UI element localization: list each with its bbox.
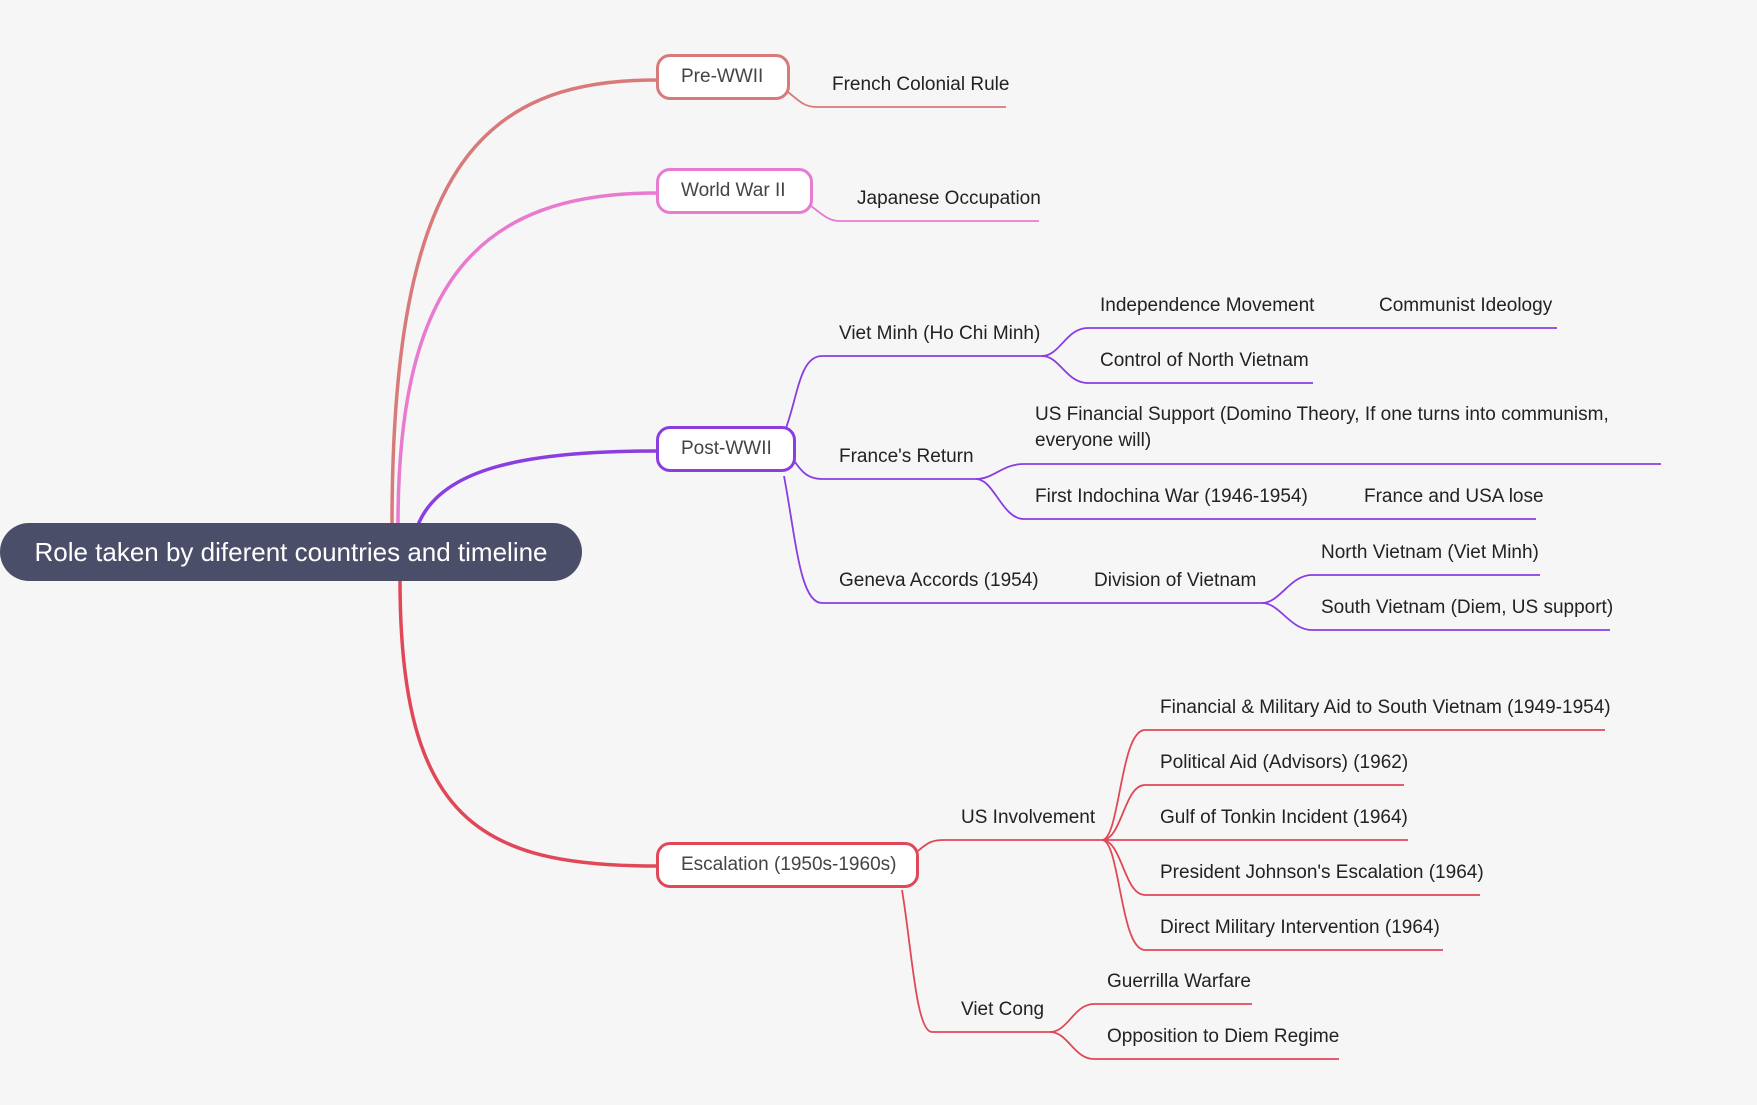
branch-world-war-ii[interactable]: World War II [656, 168, 813, 214]
edge-frances-return [794, 461, 976, 480]
node-direct-military-intervention[interactable]: Direct Military Intervention (1964) [1160, 917, 1440, 938]
node-independence-movement[interactable]: Independence Movement [1100, 295, 1315, 316]
node-japanese-occupation[interactable]: Japanese Occupation [857, 188, 1041, 209]
node-geneva-accords[interactable]: Geneva Accords (1954) [839, 570, 1039, 591]
branch-post-wwii-label: Post-WWII [681, 438, 772, 459]
branch-escalation[interactable]: Escalation (1950s-1960s) [656, 842, 919, 888]
node-guerrilla-warfare[interactable]: Guerrilla Warfare [1107, 971, 1251, 992]
edge-geneva-accords [783, 475, 1095, 604]
branch-pre-wwii[interactable]: Pre-WWII [656, 54, 790, 100]
edge-direct [1101, 839, 1443, 951]
edge-us-involvement [917, 839, 1102, 852]
edge-north-vietnam [1261, 574, 1540, 604]
node-french-colonial-rule[interactable]: French Colonial Rule [832, 74, 1010, 95]
edge-french-colonial-rule [787, 91, 1006, 108]
node-viet-cong[interactable]: Viet Cong [961, 999, 1045, 1020]
connector-pre-wwii [390, 78, 657, 526]
node-first-indochina-war[interactable]: First Indochina War (1946-1954) [1035, 486, 1308, 507]
node-political-aid[interactable]: Political Aid (Advisors) (1962) [1160, 752, 1409, 773]
node-us-involvement[interactable]: US Involvement [961, 807, 1096, 828]
edge-johnson [1101, 839, 1480, 896]
node-south-vietnam[interactable]: South Vietnam (Diem, US support) [1321, 597, 1614, 618]
node-north-vietnam[interactable]: North Vietnam (Viet Minh) [1321, 542, 1539, 563]
node-division-of-vietnam[interactable]: Division of Vietnam [1094, 570, 1257, 591]
edge-japanese-occupation [810, 205, 1039, 222]
node-gulf-of-tonkin[interactable]: Gulf of Tonkin Incident (1964) [1160, 807, 1408, 828]
edge-viet-minh [785, 355, 1042, 429]
branch-pre-wwii-label: Pre-WWII [681, 66, 764, 87]
node-frances-return[interactable]: France's Return [839, 446, 974, 467]
edge-control-north [1041, 355, 1313, 384]
root-topic[interactable]: Role taken by diferent countries and tim… [0, 523, 582, 581]
edge-opposition [1049, 1031, 1339, 1060]
node-viet-minh[interactable]: Viet Minh (Ho Chi Minh) [839, 323, 1041, 344]
connector-escalation [398, 579, 657, 868]
node-opposition-diem[interactable]: Opposition to Diem Regime [1107, 1026, 1340, 1047]
edge-viet-cong [901, 889, 1050, 1033]
connector-post-wwii [416, 449, 657, 526]
connector-world-war-ii [396, 191, 657, 526]
branch-world-war-ii-label: World War II [681, 180, 786, 201]
node-control-north-vietnam[interactable]: Control of North Vietnam [1100, 350, 1309, 371]
node-johnson-escalation[interactable]: President Johnson's Escalation (1964) [1160, 862, 1484, 883]
edge-aid [1101, 729, 1605, 841]
edge-us-financial-support [975, 463, 1661, 480]
node-france-usa-lose[interactable]: France and USA lose [1364, 486, 1544, 507]
edge-south-vietnam [1261, 602, 1610, 631]
root-topic-label: Role taken by diferent countries and tim… [34, 536, 548, 567]
edge-independence-movement [1041, 327, 1362, 357]
node-communist-ideology[interactable]: Communist Ideology [1379, 295, 1553, 316]
edge-guerrilla [1049, 1003, 1252, 1033]
node-us-financial-support[interactable]: US Financial Support (Domino Theory, If … [1035, 404, 1609, 451]
branch-escalation-label: Escalation (1950s-1960s) [681, 854, 897, 875]
edge-political-aid [1101, 784, 1404, 841]
edge-first-indochina-war [975, 478, 1362, 520]
branch-post-wwii[interactable]: Post-WWII [656, 426, 796, 472]
node-financial-military-aid[interactable]: Financial & Military Aid to South Vietna… [1160, 697, 1611, 718]
